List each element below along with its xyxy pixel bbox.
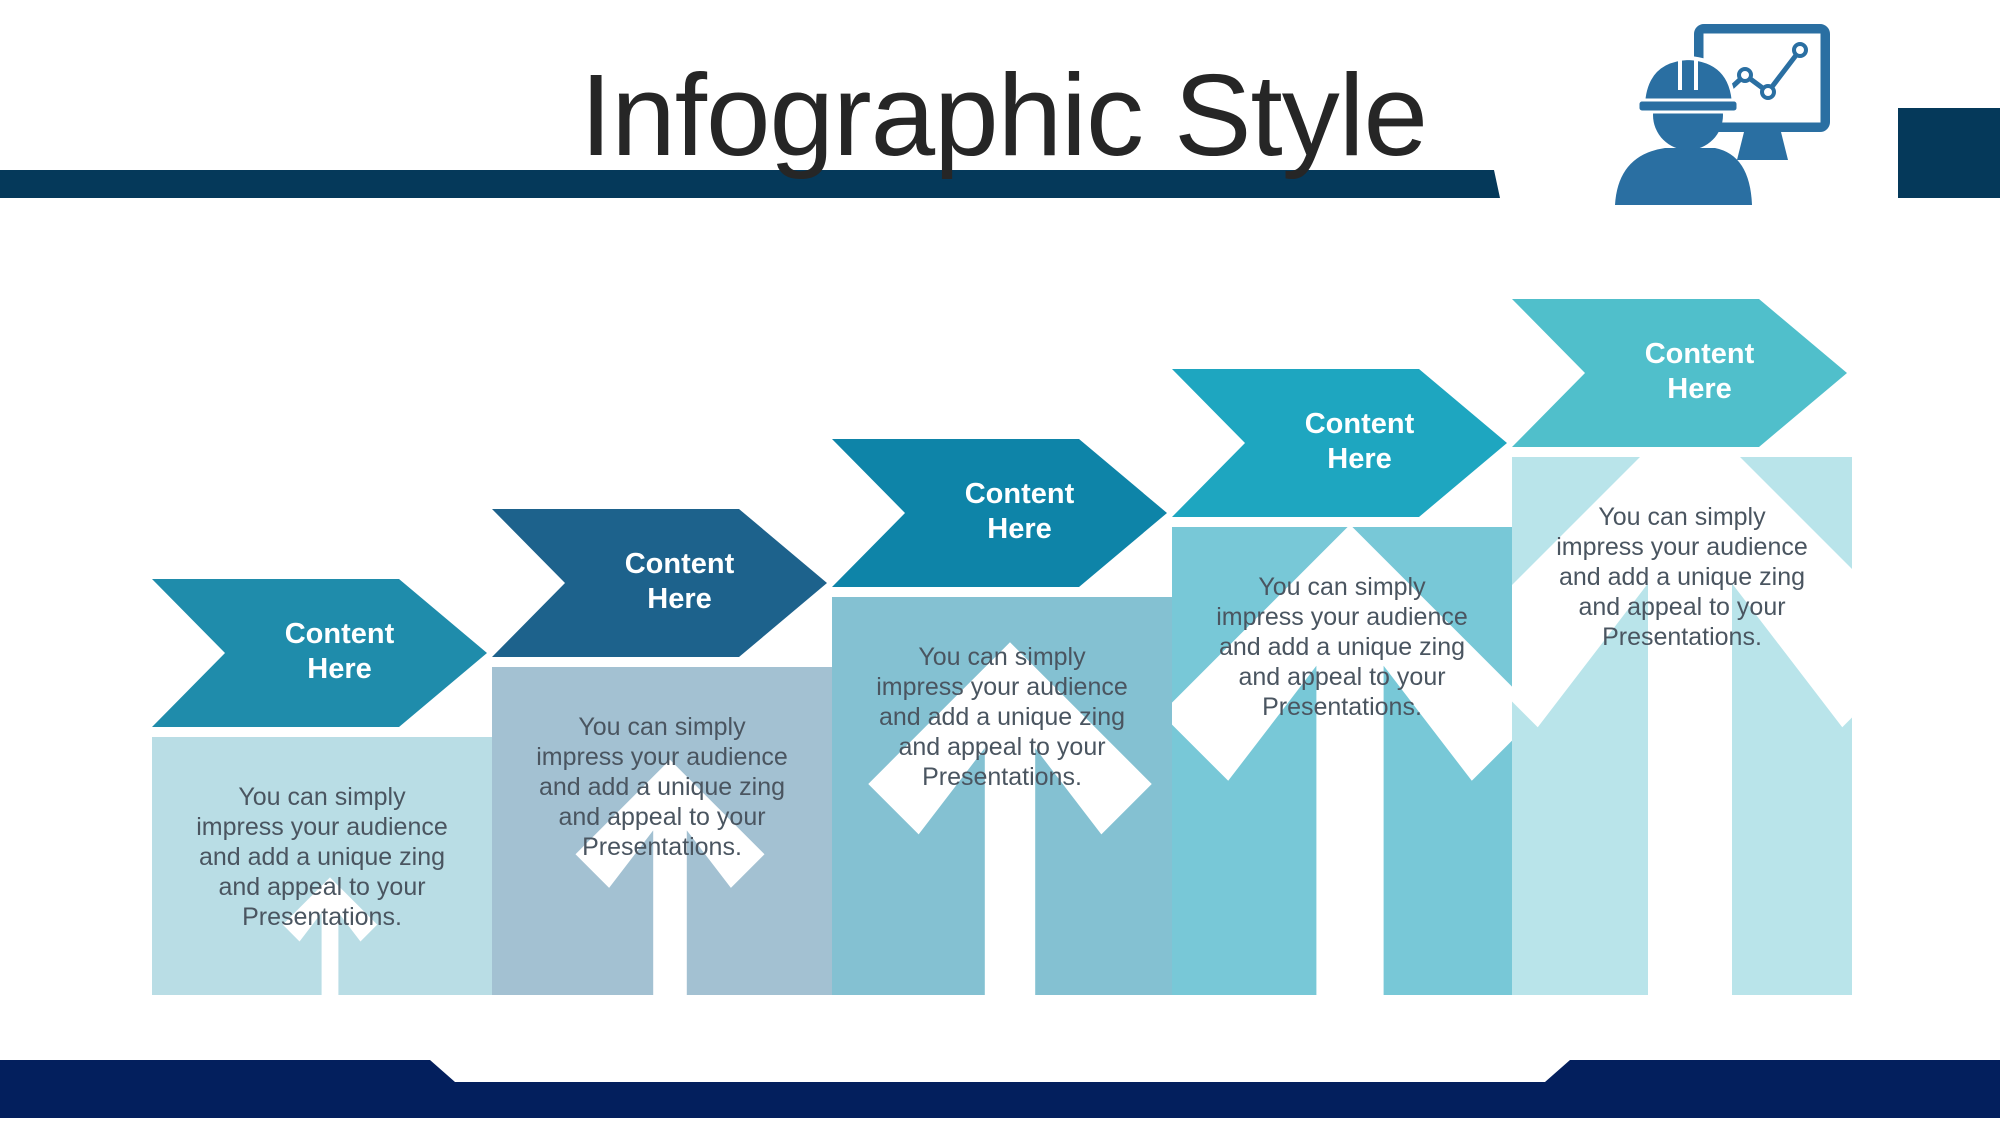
step-description-line: impress your audience bbox=[1556, 533, 1808, 561]
up-arrow-icon bbox=[1172, 527, 1512, 995]
step-description-line: and add a unique zing bbox=[878, 703, 1126, 731]
step-description-line: You can simply bbox=[238, 783, 406, 811]
step-description-line: You can simply bbox=[1258, 573, 1426, 601]
step-description-line: Presentations. bbox=[1262, 693, 1422, 721]
step-chevron-1 bbox=[152, 579, 487, 727]
step-description-line: and add a unique zing bbox=[198, 843, 446, 871]
up-arrow-icon bbox=[868, 642, 1152, 995]
up-arrow-icon bbox=[1512, 457, 1852, 995]
step-description-line: impress your audience bbox=[1216, 603, 1468, 631]
step-chevron-4 bbox=[1172, 369, 1507, 517]
step-description-line: You can simply bbox=[918, 643, 1086, 671]
step-chevron-3 bbox=[832, 439, 1167, 587]
step-heading-line: Content bbox=[1304, 408, 1415, 440]
step-description-line: and appeal to your bbox=[1238, 663, 1446, 691]
step-description-line: impress your audience bbox=[876, 673, 1128, 701]
page-title: Infographic Style bbox=[580, 50, 1428, 180]
step-heading-line: Here bbox=[1667, 373, 1732, 405]
engineer-with-chart-monitor-icon bbox=[1615, 24, 1830, 205]
step-description-line: and appeal to your bbox=[218, 873, 426, 901]
step-description-line: and appeal to your bbox=[898, 733, 1106, 761]
header-accent-block bbox=[1898, 108, 2000, 198]
step-description-line: and appeal to your bbox=[1578, 593, 1786, 621]
step-description-line: Presentations. bbox=[242, 903, 402, 931]
step-chevron-2 bbox=[492, 509, 827, 657]
step-description-line: and add a unique zing bbox=[1218, 633, 1466, 661]
step-description-line: Presentations. bbox=[582, 833, 742, 861]
step-description-line: impress your audience bbox=[536, 743, 788, 771]
step-description-line: Presentations. bbox=[922, 763, 1082, 791]
step-description-line: and add a unique zing bbox=[1558, 563, 1806, 591]
up-arrow-icon bbox=[575, 759, 765, 995]
step-description-line: Presentations. bbox=[1602, 623, 1762, 651]
step-heading-line: Here bbox=[1327, 443, 1392, 475]
up-arrow-icon bbox=[282, 877, 378, 995]
step-chevron-5 bbox=[1512, 299, 1847, 447]
step-heading-line: Content bbox=[284, 618, 395, 650]
step-description-line: and add a unique zing bbox=[538, 773, 786, 801]
step-heading-line: Content bbox=[1644, 338, 1755, 370]
header-bar bbox=[0, 170, 1500, 198]
step-description-line: You can simply bbox=[578, 713, 746, 741]
step-heading-line: Content bbox=[624, 548, 735, 580]
step-heading-line: Here bbox=[987, 513, 1052, 545]
footer-bar bbox=[0, 1060, 2000, 1125]
step-description-line: You can simply bbox=[1598, 503, 1766, 531]
step-heading-line: Here bbox=[307, 653, 372, 685]
step-description-line: and appeal to your bbox=[558, 803, 766, 831]
step-heading-line: Here bbox=[647, 583, 712, 615]
step-heading-line: Content bbox=[964, 478, 1075, 510]
step-description-line: impress your audience bbox=[196, 813, 448, 841]
